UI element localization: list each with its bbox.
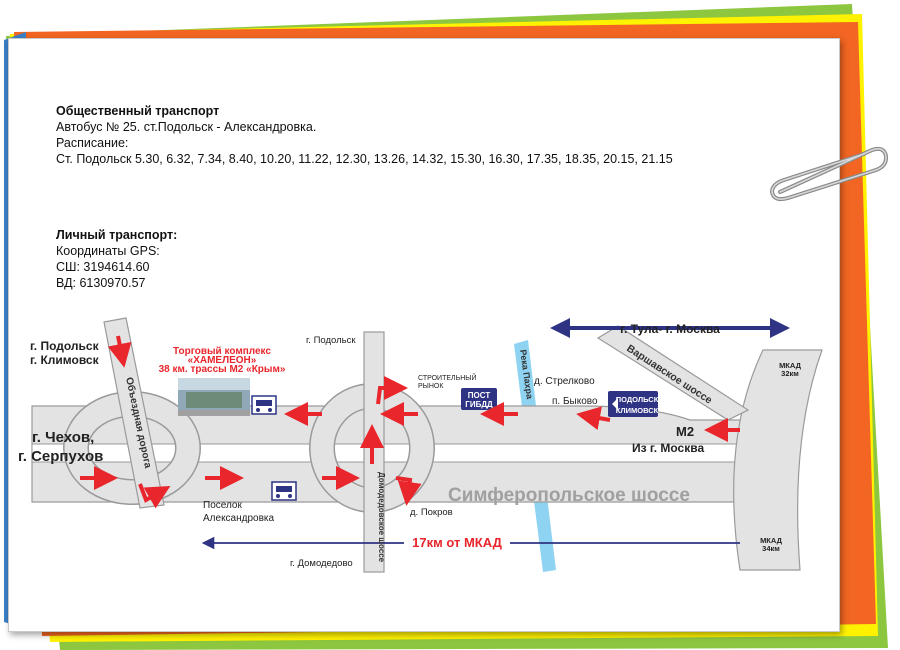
label-from-moscow: Из г. Москва — [632, 441, 704, 455]
label-pokrov: д. Покров — [410, 507, 453, 518]
label-domodedovo: г. Домодедово — [290, 558, 353, 569]
public-transport-block: Общественный транспорт Автобус № 25. ст.… — [56, 103, 673, 167]
label-podolsk: г. Подольск — [306, 335, 356, 346]
gibdd-label-2: ГИБДД — [465, 400, 493, 409]
private-transport-block: Личный транспорт: Координаты GPS: СШ: 31… — [56, 227, 177, 291]
label-m2: М2 — [676, 424, 694, 439]
sign-klimovsk: КЛИМОВСК — [616, 406, 659, 415]
sign-podolsk: ПОДОЛЬСК — [616, 395, 659, 404]
label-mkad-32-km: 32км — [781, 369, 799, 378]
public-transport-heading: Общественный транспорт — [56, 104, 220, 118]
mall-name: «ХАМЕЛЕОН» — [188, 355, 257, 366]
bus-icon — [271, 481, 297, 501]
label-klimovsk: г. Климовск — [30, 353, 100, 367]
gibdd-label-1: ПОСТ — [468, 391, 491, 400]
label-bykovo: п. Быково — [552, 396, 598, 407]
private-transport-heading: Личный транспорт: — [56, 228, 178, 242]
gps-east: ВД: 6130970.57 — [56, 276, 146, 290]
mall-title: Торговый комплекс — [173, 346, 271, 357]
left-interchange — [63, 317, 201, 509]
sign-arrow-icon — [612, 398, 618, 410]
direction-sign — [608, 391, 658, 417]
label-podolsk-top: г. Подольск — [30, 339, 100, 353]
bus-icon — [251, 395, 277, 415]
label-tula-moscow: г. Тула- г. Москва — [620, 322, 720, 336]
distance-label-bg — [404, 533, 510, 551]
label-market-2: РЫНОК — [418, 383, 444, 390]
label-serpukhov: г. Серпухов — [18, 448, 103, 465]
mall-km: 38 км. трассы М2 «Крым» — [159, 364, 286, 375]
bus-line: Автобус № 25. ст.Подольск - Александровк… — [56, 120, 317, 134]
label-mkad-32: МКАД — [779, 361, 802, 370]
label-alexandrovka-1: Поселок — [203, 500, 242, 511]
label-market-1: СТРОИТЕЛЬНЫЙ — [418, 373, 477, 382]
label-simferopol: Симферопольское шоссе — [448, 485, 690, 506]
label-domodedovo-road: Домодедовское шоссе — [377, 472, 386, 563]
traffic-arrows — [80, 335, 740, 509]
schedule-times: Ст. Подольск 5.30, 6.32, 7.34, 8.40, 10.… — [56, 152, 673, 166]
label-mkad-34: МКАД — [760, 536, 783, 545]
schedule-label: Расписание: — [56, 136, 129, 150]
gps-north: СШ: 3194614.60 — [56, 260, 150, 274]
gps-label: Координаты GPS: — [56, 244, 160, 258]
label-distance: 17км от МКАД — [412, 535, 502, 550]
tula-moscow-arrow — [550, 318, 790, 338]
label-chekhov: г. Чехов, — [32, 429, 94, 446]
label-mkad-34-km: 34км — [762, 544, 780, 553]
label-strelkovo: д. Стрелково — [534, 376, 595, 387]
label-alexandrovka-2: Александровка — [203, 513, 275, 524]
paperclip-icon — [769, 146, 889, 202]
building-photo — [178, 378, 250, 416]
